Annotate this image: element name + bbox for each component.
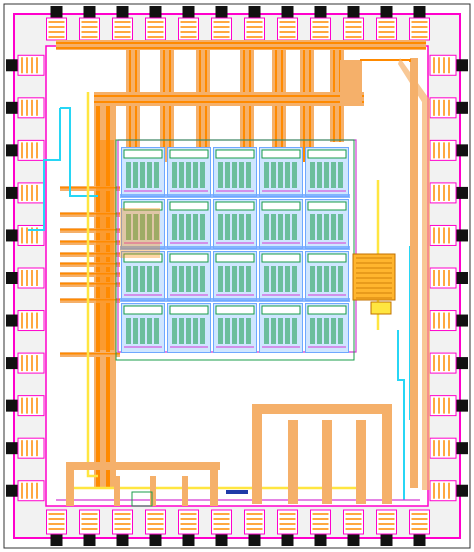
pad-left-10: [6, 480, 45, 502]
pad-bottom-11: [409, 509, 430, 546]
pad-left-5: [6, 267, 45, 289]
pad-top-10: [376, 6, 397, 41]
core-block-array: [115, 139, 355, 361]
core-block-r2-c4: [305, 251, 349, 301]
bottom-routes: [66, 404, 392, 507]
row-bus-0: [120, 194, 350, 198]
core-block-r3-c1: [167, 303, 211, 353]
pad-left-0: [6, 54, 45, 76]
pad-bottom-6: [244, 509, 265, 546]
pad-top-5: [211, 6, 232, 41]
pad-right-9: [429, 437, 468, 459]
pad-bottom-0: [46, 509, 67, 546]
core-block-r1-c1: [167, 199, 211, 249]
row-bus-1: [120, 246, 350, 250]
hard-macro: [352, 253, 396, 315]
core-block-r3-c4: [305, 303, 349, 353]
pad-right-10: [429, 480, 468, 502]
pad-row-bottom: [46, 509, 430, 546]
pad-top-0: [46, 6, 67, 41]
pad-right-0: [429, 54, 468, 76]
pad-top-4: [178, 6, 199, 41]
chip-outline: [3, 3, 471, 549]
pad-top-9: [343, 6, 364, 41]
core-block-r3-c0: [121, 303, 165, 353]
pad-right-1: [429, 97, 468, 119]
pad-top-3: [145, 6, 166, 41]
core-block-r2-c0: [121, 251, 165, 301]
pad-bottom-1: [79, 509, 100, 546]
core-block-r1-c4: [305, 199, 349, 249]
left-fanin-routes: [60, 140, 120, 357]
top-orange-bus: [56, 40, 426, 50]
pad-left-2: [6, 139, 45, 161]
core-block-r0-c3: [259, 147, 303, 197]
pad-right-4: [429, 224, 468, 246]
pad-bottom-10: [376, 509, 397, 546]
core-block-r0-c4: [305, 147, 349, 197]
pad-bottom-8: [310, 509, 331, 546]
pad-left-9: [6, 437, 45, 459]
core-block-r3-c3: [259, 303, 303, 353]
pad-right-7: [429, 352, 468, 374]
core-block-r1-c2: [213, 199, 257, 249]
core-block-r0-c2: [213, 147, 257, 197]
pad-left-3: [6, 182, 45, 204]
pad-left-7: [6, 352, 45, 374]
core-block-r2-c3: [259, 251, 303, 301]
pad-row-top: [46, 6, 430, 41]
pad-top-7: [277, 6, 298, 41]
pad-bottom-7: [277, 509, 298, 546]
row-bus-2: [120, 298, 350, 302]
pad-left-4: [6, 224, 45, 246]
pad-top-8: [310, 6, 331, 41]
core-block-r1-c0: [121, 199, 165, 249]
pad-bottom-3: [145, 509, 166, 546]
pad-right-5: [429, 267, 468, 289]
pad-left-6: [6, 310, 45, 332]
pad-top-1: [79, 6, 100, 41]
core-block-r0-c0: [121, 147, 165, 197]
pad-right-8: [429, 395, 468, 417]
core-block-r0-c1: [167, 147, 211, 197]
pad-left-1: [6, 97, 45, 119]
pad-right-2: [429, 139, 468, 161]
core-block-r1-c3: [259, 199, 303, 249]
pad-right-6: [429, 310, 468, 332]
pad-column-right: [429, 54, 468, 502]
pad-right-3: [429, 182, 468, 204]
core-block-r2-c2: [213, 251, 257, 301]
pad-left-8: [6, 395, 45, 417]
upper-core-bus: [94, 60, 364, 106]
pad-top-6: [244, 6, 265, 41]
pad-bottom-2: [112, 509, 133, 546]
right-vertical-bus: [360, 58, 430, 490]
pad-bottom-4: [178, 509, 199, 546]
core-block-r3-c2: [213, 303, 257, 353]
core-block-r2-c1: [167, 251, 211, 301]
pad-bottom-5: [211, 509, 232, 546]
pad-top-2: [112, 6, 133, 41]
pad-top-11: [409, 6, 430, 41]
pad-bottom-9: [343, 509, 364, 546]
